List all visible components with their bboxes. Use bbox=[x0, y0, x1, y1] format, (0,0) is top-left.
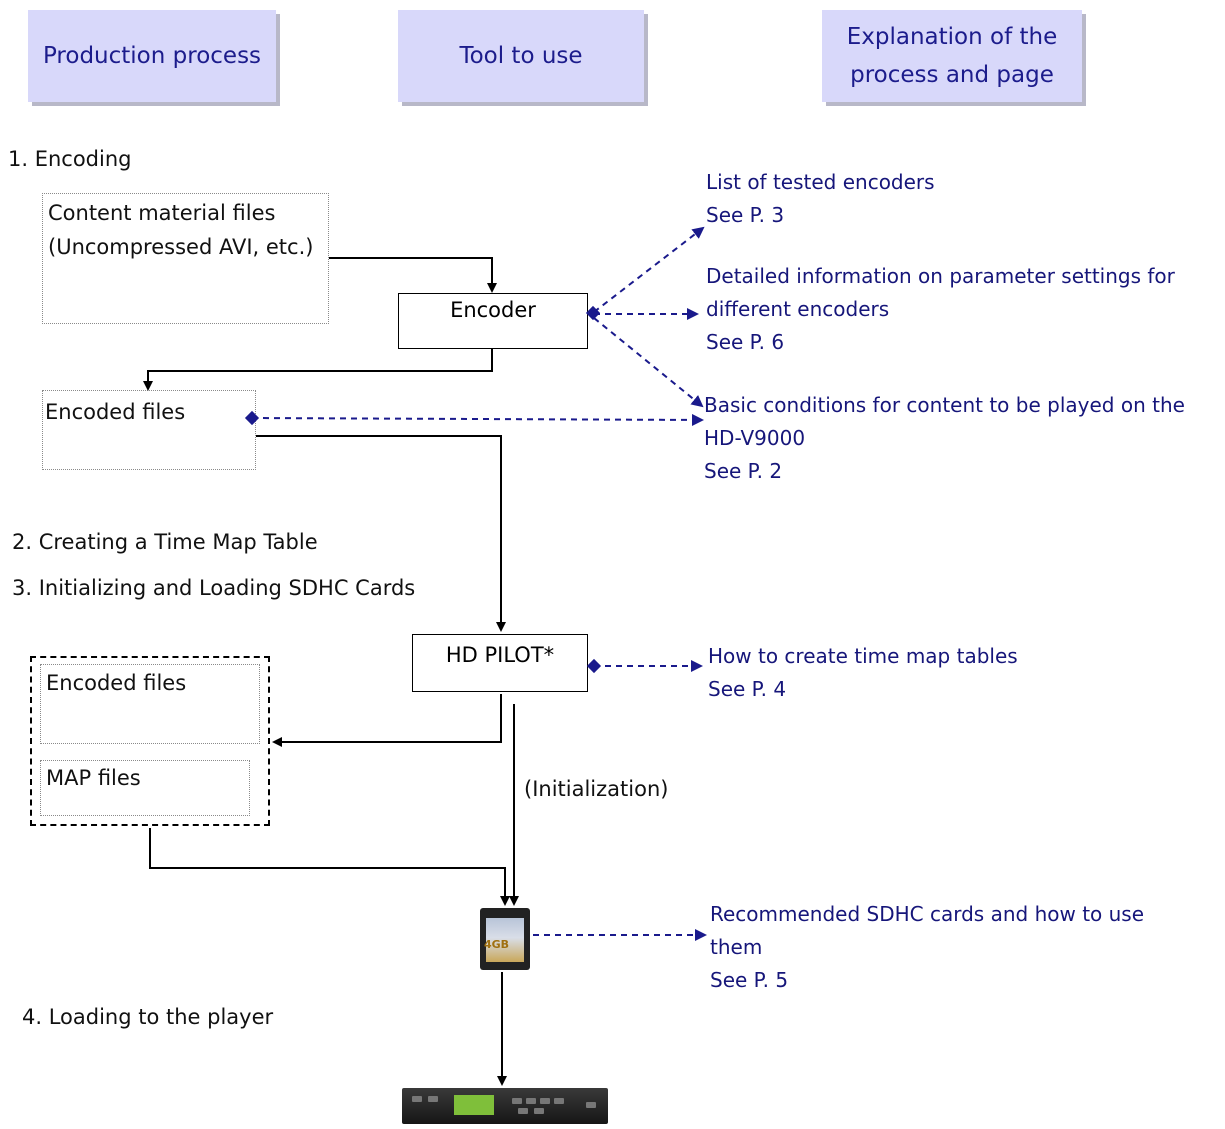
note-tested-encoders: List of tested encoders See P. 3 bbox=[706, 170, 935, 227]
encoded-files-label-2: Encoded files bbox=[46, 671, 187, 695]
sdhc-card-icon: 4GB bbox=[480, 908, 530, 970]
map-files-box bbox=[40, 760, 250, 816]
initialization-label: (Initialization) bbox=[524, 777, 669, 801]
header-explanation: Explanation of the process and page bbox=[822, 10, 1082, 102]
arrow-encoded-to-hdpilot bbox=[256, 435, 506, 632]
arrow-hdpilot-to-group bbox=[272, 694, 502, 747]
note-basic-conditions: Basic conditions for content to be playe… bbox=[704, 393, 1185, 483]
dashed-to-basic-conditions-b bbox=[251, 413, 704, 426]
dashed-to-tested-encoders bbox=[593, 226, 705, 313]
section-loading: 4. Loading to the player bbox=[22, 1005, 274, 1029]
arrow-content-to-encoder bbox=[329, 257, 497, 293]
note-time-map-tables: How to create time map tables See P. 4 bbox=[708, 644, 1018, 701]
header-production-process: Production process bbox=[28, 10, 276, 102]
note-sdhc-cards: Recommended SDHC cards and how to use th… bbox=[710, 902, 1145, 992]
hd-pilot-box: HD PILOT* bbox=[412, 634, 588, 692]
sd-card-capacity: 4GB bbox=[484, 938, 510, 951]
encoder-label: Encoder bbox=[450, 298, 536, 322]
map-files-label: MAP files bbox=[46, 766, 141, 790]
hd-pilot-label: HD PILOT* bbox=[445, 643, 555, 667]
diamond-encoded bbox=[244, 410, 260, 426]
hd-player-icon bbox=[402, 1088, 608, 1124]
note-parameter-settings: Detailed information on parameter settin… bbox=[706, 264, 1175, 354]
section-initializing: 3. Initializing and Loading SDHC Cards bbox=[12, 576, 416, 600]
diamond-hdpilot bbox=[586, 658, 602, 674]
arrow-encoder-to-encoded bbox=[143, 349, 493, 391]
content-material-label: Content material files (Uncompressed AVI… bbox=[48, 201, 314, 259]
header-tool-to-use: Tool to use bbox=[398, 10, 644, 102]
encoder-box: Encoder bbox=[398, 293, 588, 349]
encoded-files-label: Encoded files bbox=[45, 400, 186, 424]
section-time-map: 2. Creating a Time Map Table bbox=[12, 530, 318, 554]
sdhc-content-group bbox=[30, 656, 270, 826]
content-material-box bbox=[42, 193, 329, 324]
arrow-group-to-sd bbox=[149, 828, 510, 906]
encoded-files-box-2 bbox=[40, 664, 260, 744]
diamond-encoder bbox=[585, 305, 601, 321]
section-encoding: 1. Encoding bbox=[8, 147, 132, 171]
dashed-to-basic-conditions-a bbox=[593, 317, 704, 408]
